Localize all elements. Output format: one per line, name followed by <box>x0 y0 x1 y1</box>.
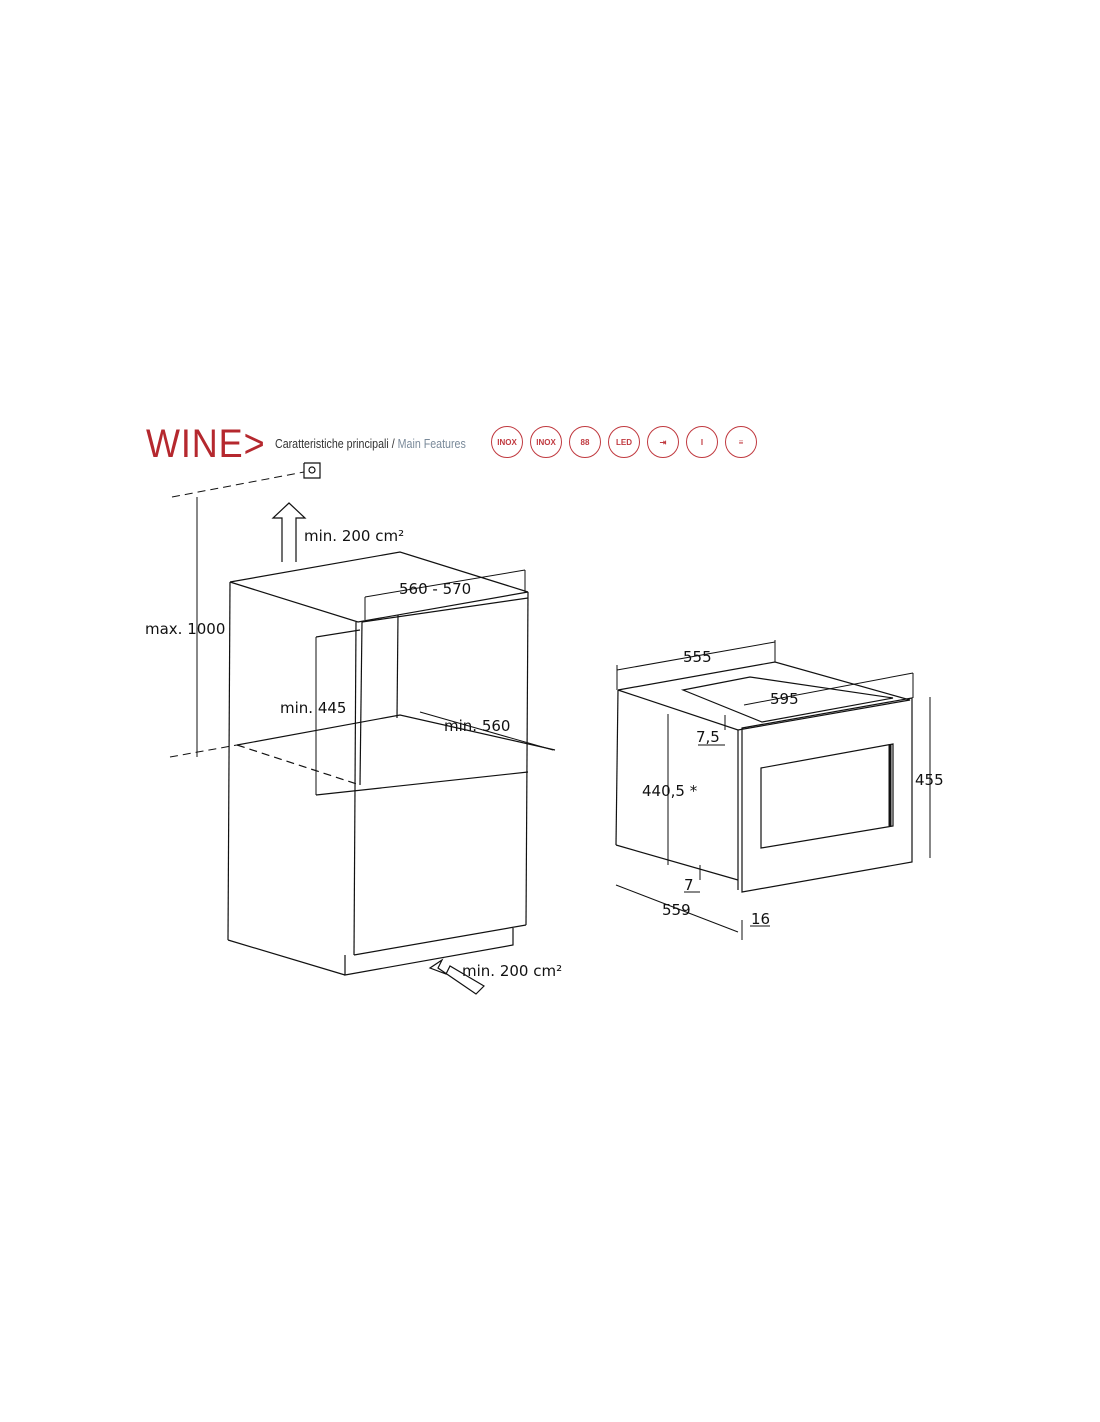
dimension-lines-appliance <box>615 640 931 940</box>
inox-icon: INOX <box>491 426 523 458</box>
door-thickness-label: 16 <box>751 910 770 928</box>
niche-cabinet <box>227 462 556 976</box>
wine-cooler-appliance <box>615 661 913 893</box>
depth-bottom-label: 559 <box>662 901 691 919</box>
vent-bottom-label: min. 200 cm² <box>462 962 562 980</box>
vent-top-label: min. 200 cm² <box>304 527 404 545</box>
height-adjust-icon: I <box>686 426 718 458</box>
min-depth-label: min. 560 <box>444 717 510 735</box>
feature-icons: INOX INOX 88 LED ⇥ I ≡ <box>491 426 757 458</box>
shelf-rack-icon: ≡ <box>725 426 757 458</box>
thermometer-display-icon: 88 <box>569 426 601 458</box>
height-label: 455 <box>915 771 944 789</box>
niche-width-label: 560 - 570 <box>399 580 471 598</box>
depth-top-label: 555 <box>683 648 712 666</box>
vent-arrow-up-icon <box>271 502 307 562</box>
features-heading: Caratteristiche principali / Main Featur… <box>275 436 466 451</box>
dimension-lines-niche <box>169 471 554 795</box>
door-reversible-icon: ⇥ <box>647 426 679 458</box>
top-gap-label: 7,5 <box>696 728 720 746</box>
vent-arrow-in-icon <box>428 958 485 995</box>
subtitle-separator: / <box>388 436 398 451</box>
brand-logo: WINE> <box>146 422 266 466</box>
subtitle-it: Caratteristiche principali <box>275 436 389 451</box>
min-height-label: min. 445 <box>280 699 346 717</box>
body-height-label: 440,5 * <box>642 782 698 800</box>
inox-fan-icon: INOX <box>530 426 562 458</box>
led-light-icon: LED <box>608 426 640 458</box>
max-height-label: max. 1000 <box>145 620 225 638</box>
width-label: 595 <box>770 690 799 708</box>
bottom-gap-label: 7 <box>684 876 694 894</box>
subtitle-en: Main Features <box>397 436 466 451</box>
